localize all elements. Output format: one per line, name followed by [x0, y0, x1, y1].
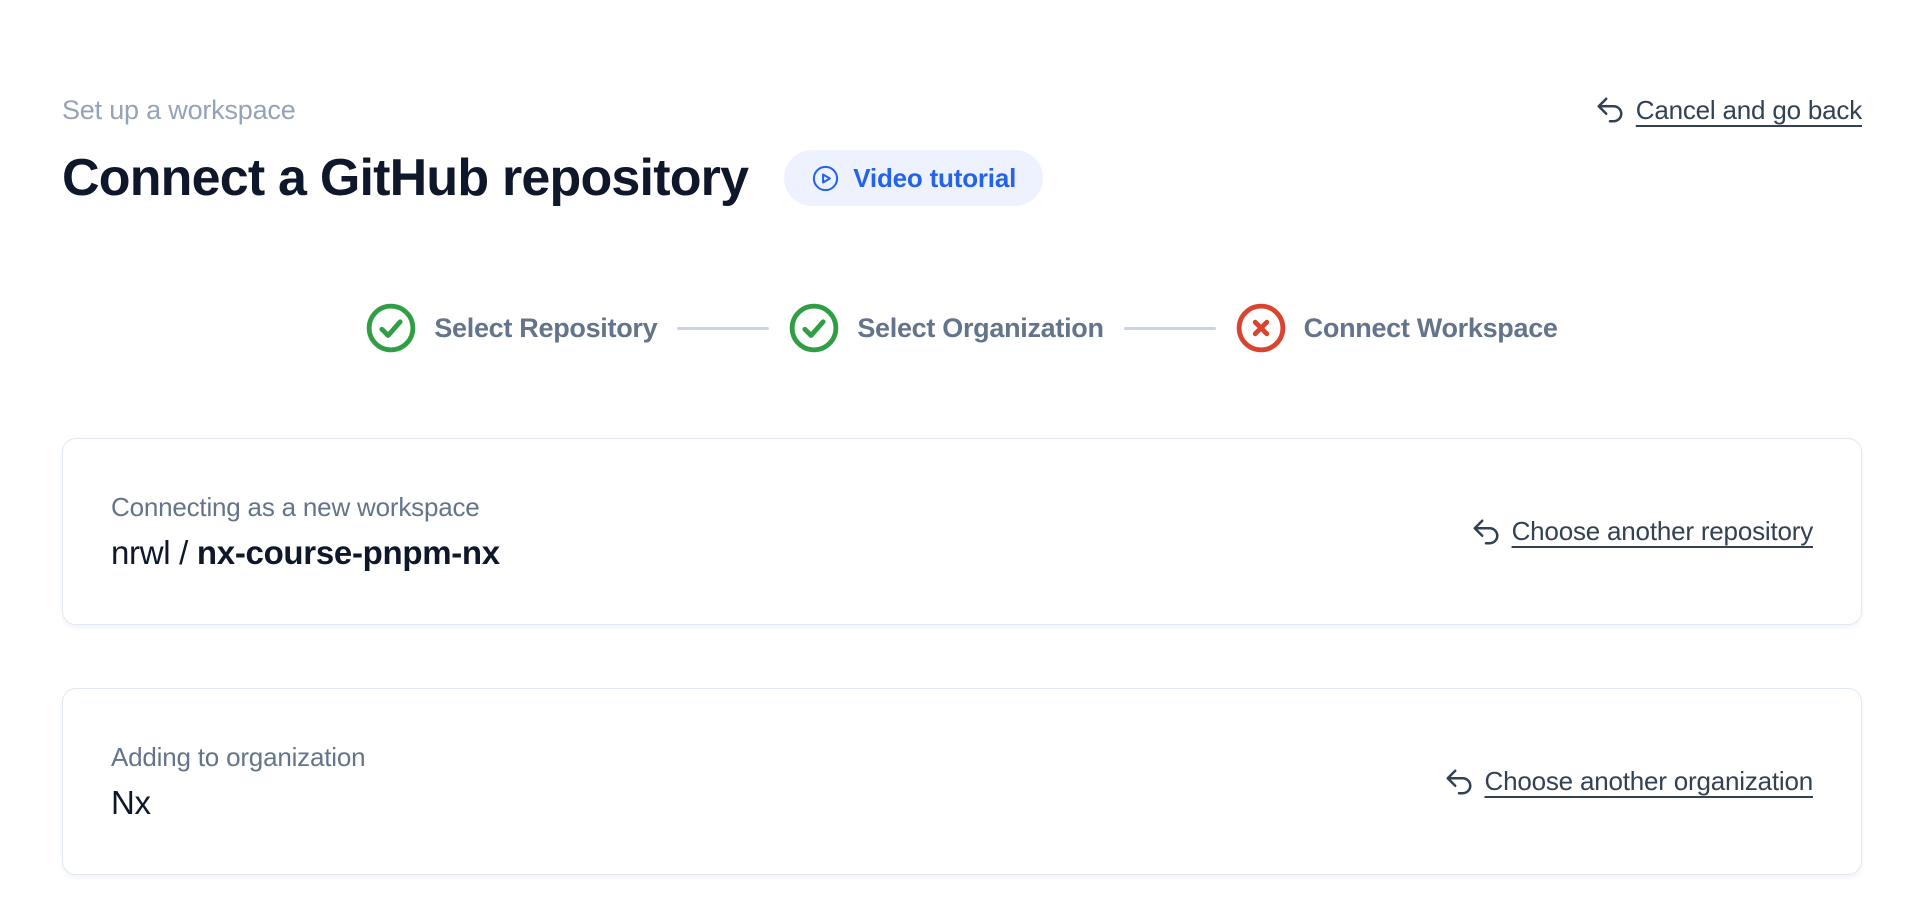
repository-card-label: Connecting as a new workspace: [111, 491, 480, 522]
step-label: Select Organization: [857, 312, 1104, 343]
repository-name: nrwl / nx-course-pnpm-nx: [111, 534, 500, 572]
video-tutorial-button[interactable]: Video tutorial: [784, 150, 1044, 206]
organization-name: Nx: [111, 783, 151, 821]
page-header-top: Set up a workspace Cancel and go back: [62, 92, 1862, 128]
step-select-organization: Select Organization: [789, 303, 1104, 353]
repository-card-info: Connecting as a new workspace nrwl / nx-…: [111, 492, 500, 572]
undo-arrow-icon: [1473, 519, 1499, 544]
repository-card: Connecting as a new workspace nrwl / nx-…: [62, 438, 1862, 625]
stepper-connector: [1123, 326, 1216, 330]
cancel-link-label: Cancel and go back: [1635, 94, 1862, 125]
page-title: Connect a GitHub repository: [62, 149, 749, 207]
eyebrow-label: Set up a workspace: [62, 94, 296, 125]
step-connect-workspace: Connect Workspace: [1236, 303, 1558, 353]
check-circle-icon: [790, 303, 839, 353]
stepper-connector: [677, 326, 770, 330]
setup-stepper: Select Repository Select Organization Co…: [0, 303, 1924, 353]
x-circle-icon: [1236, 303, 1285, 353]
organization-card-info: Adding to organization Nx: [111, 741, 366, 822]
check-circle-icon: [367, 303, 416, 353]
organization-card: Adding to organization Nx Choose another…: [62, 688, 1862, 875]
undo-arrow-icon: [1446, 769, 1471, 794]
repository-owner: nrwl /: [111, 533, 197, 571]
choose-another-repository-link[interactable]: Choose another repository: [1471, 516, 1813, 547]
organization-card-label: Adding to organization: [111, 741, 366, 772]
choose-another-organization-link[interactable]: Choose another organization: [1444, 766, 1814, 797]
step-select-repository: Select Repository: [366, 303, 658, 353]
cancel-and-go-back-link[interactable]: Cancel and go back: [1595, 95, 1862, 126]
step-label: Connect Workspace: [1303, 312, 1558, 343]
repository-repo: nx-course-pnpm-nx: [196, 533, 500, 571]
choose-another-repository-label: Choose another repository: [1511, 516, 1814, 546]
play-circle-icon: [813, 165, 839, 191]
title-row: Connect a GitHub repository Video tutori…: [62, 144, 1044, 212]
choose-another-organization-label: Choose another organization: [1484, 766, 1814, 796]
step-label: Select Repository: [434, 312, 658, 343]
video-tutorial-label: Video tutorial: [853, 162, 1017, 193]
undo-arrow-icon: [1597, 97, 1623, 123]
